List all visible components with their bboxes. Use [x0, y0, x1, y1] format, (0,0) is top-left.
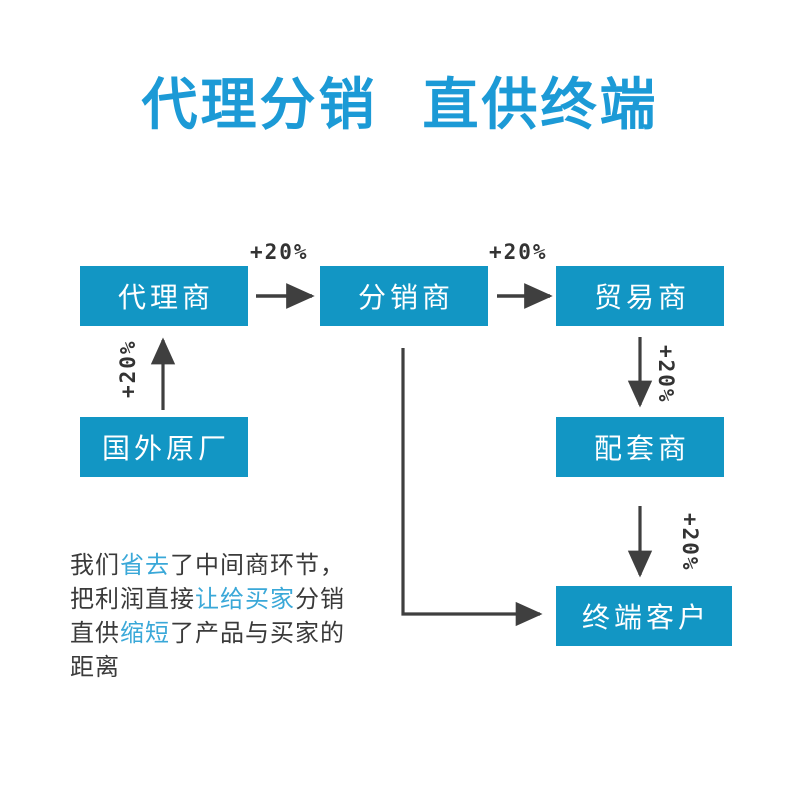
blurb-line-1: 我们省去了中间商环节， — [70, 548, 400, 582]
value-proposition-text: 我们省去了中间商环节， 把利润直接让给买家分销 直供缩短了产品与买家的 距离 — [70, 548, 400, 684]
blurb-line2-highlight: 让给买家 — [195, 585, 295, 613]
markup-support-to-enduser: +20% — [678, 513, 702, 572]
blurb-line3-highlight: 缩短 — [120, 619, 170, 647]
blurb-line-3: 直供缩短了产品与买家的 — [70, 616, 400, 650]
node-overseas-factory: 国外原厂 — [80, 417, 248, 477]
node-end-customer: 终端客户 — [556, 586, 732, 646]
blurb-line1-a: 我们 — [70, 551, 120, 579]
node-supporting-supplier: 配套商 — [556, 417, 724, 477]
arrow-distrib-to-enduser — [401, 348, 543, 627]
node-distributor: 分销商 — [320, 266, 488, 326]
blurb-line3-b: 了产品与买家的 — [170, 619, 345, 647]
blurb-line2-b: 分销 — [295, 585, 345, 613]
node-trader: 贸易商 — [556, 266, 724, 326]
blurb-line-2: 把利润直接让给买家分销 — [70, 582, 400, 616]
blurb-line1-highlight: 省去 — [120, 551, 170, 579]
blurb-line3-a: 直供 — [70, 619, 120, 647]
markup-factory-to-agent: +20% — [116, 339, 140, 398]
page-title: 代理分销 直供终端 — [141, 73, 659, 138]
blurb-line1-b: 了中间商环节， — [170, 551, 345, 579]
blurb-line2-a: 把利润直接 — [70, 585, 195, 613]
markup-agent-to-distrib: +20% — [250, 240, 309, 264]
markup-trade-to-support: +20% — [654, 345, 678, 404]
markup-distrib-to-trade: +20% — [489, 240, 548, 264]
blurb-line-4: 距离 — [70, 653, 120, 681]
node-agent: 代理商 — [80, 266, 248, 326]
